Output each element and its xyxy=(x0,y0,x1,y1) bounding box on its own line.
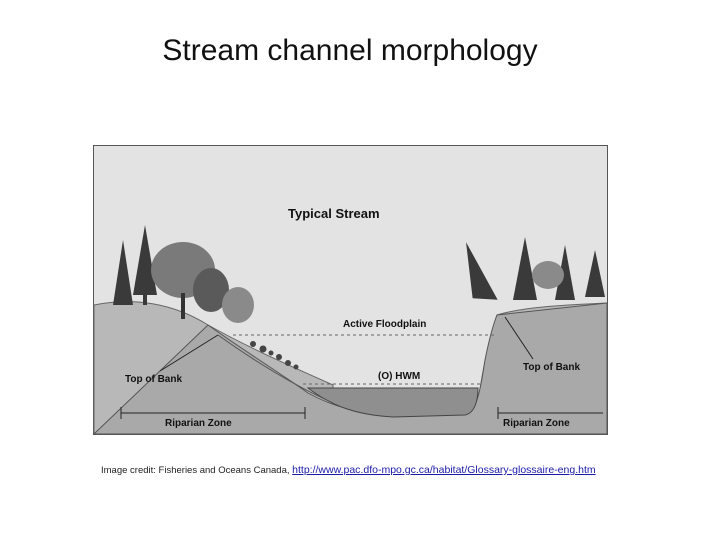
label-active-floodplain: Active Floodplain xyxy=(343,319,426,330)
slide-title: Stream channel morphology xyxy=(162,34,538,67)
credit-link[interactable]: http://www.pac.dfo-mpo.gc.ca/habitat/Glo… xyxy=(292,464,596,476)
stream-diagram: Typical Stream Active Floodplain (O) HWM… xyxy=(92,144,609,436)
label-hwm: (O) HWM xyxy=(378,371,420,382)
label-riparian-zone-left: Riparian Zone xyxy=(165,418,232,429)
label-top-of-bank-left: Top of Bank xyxy=(125,374,182,385)
label-top-of-bank-right: Top of Bank xyxy=(523,362,580,373)
diagram-heading: Typical Stream xyxy=(288,206,380,221)
label-riparian-zone-right: Riparian Zone xyxy=(503,418,570,429)
image-credit: Image credit: Fisheries and Oceans Canad… xyxy=(101,464,596,476)
bank-rocks xyxy=(250,341,299,370)
left-trees xyxy=(113,225,254,323)
credit-text: Image credit: Fisheries and Oceans Canad… xyxy=(101,465,293,476)
right-trees xyxy=(466,237,605,300)
riparian-arrows xyxy=(120,407,603,419)
